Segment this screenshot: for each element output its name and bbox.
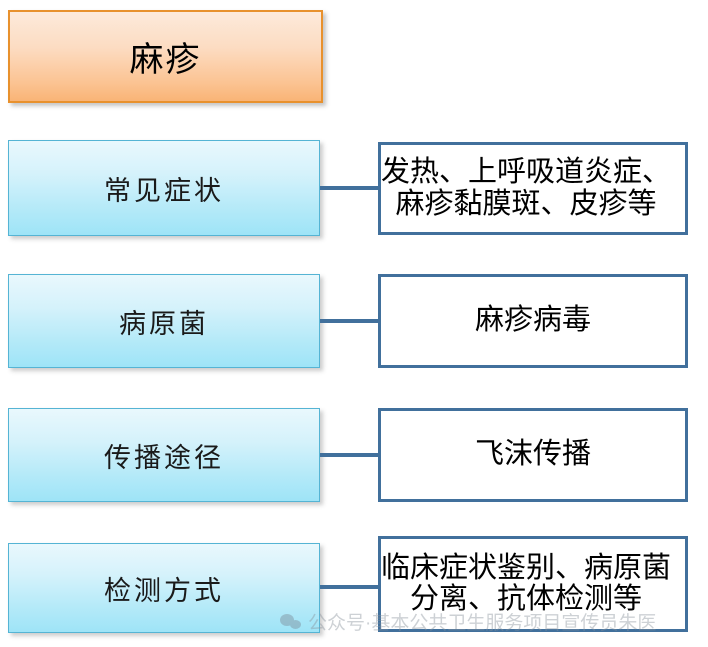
value-text: 麻疹病毒	[474, 304, 591, 337]
label-box-detection: 检测方式	[8, 543, 320, 633]
label-text: 传播途径	[104, 442, 224, 473]
label-box-transmission: 传播途径	[8, 408, 320, 502]
value-text: 发热、上呼吸道炎症、麻疹黏膜斑、皮疹等	[380, 156, 671, 220]
value-text: 飞沫传播	[474, 438, 591, 471]
value-box-detection: 临床症状鉴别、病原菌分离、抗体检测等	[378, 536, 688, 632]
value-box-common-symptoms: 发热、上呼吸道炎症、麻疹黏膜斑、皮疹等	[378, 142, 688, 235]
label-box-common-symptoms: 常见症状	[8, 140, 320, 236]
connector-line-3	[320, 453, 380, 457]
label-box-pathogen: 病原菌	[8, 274, 320, 368]
value-box-transmission: 飞沫传播	[378, 408, 688, 502]
label-text: 病原菌	[119, 308, 209, 339]
connector-line-1	[320, 186, 380, 190]
label-text: 检测方式	[104, 575, 224, 606]
title-text: 麻疹	[129, 42, 202, 79]
connector-line-2	[320, 319, 380, 323]
title-box: 麻疹	[8, 10, 323, 103]
connector-line-4	[320, 585, 380, 589]
value-box-pathogen: 麻疹病毒	[378, 274, 688, 368]
value-text: 临床症状鉴别、病原菌分离、抗体检测等	[380, 551, 671, 615]
label-text: 常见症状	[104, 175, 224, 206]
